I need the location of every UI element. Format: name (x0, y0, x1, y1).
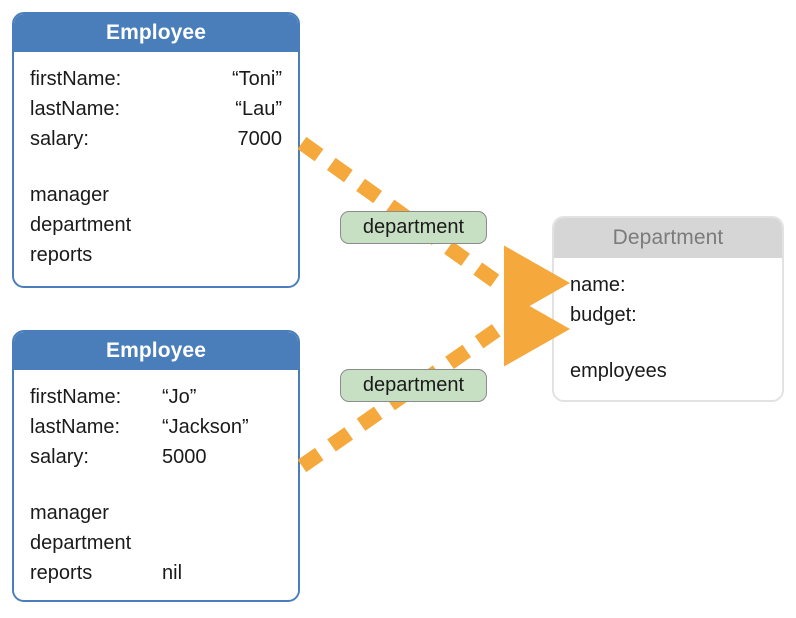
slot-separator (30, 472, 282, 498)
slot-name: manager (30, 502, 109, 524)
slot-name: budget: (570, 304, 637, 326)
slot-name: manager (30, 184, 109, 206)
slot-row: reports nil (30, 558, 282, 588)
slot-value (162, 498, 282, 528)
object-box-department[interactable]: Department name: budget: employees (552, 216, 784, 402)
slot-row: department (30, 210, 282, 240)
object-body-employee-toni: firstName: “Toni” lastName: “Lau” salary… (14, 52, 298, 280)
slot-row: salary: 7000 (30, 124, 282, 154)
slot-row: firstName: “Toni” (30, 64, 282, 94)
slot-row: manager (30, 498, 282, 528)
relationship-label-department-bottom[interactable]: department (340, 369, 487, 402)
slot-name: lastName: (30, 98, 121, 120)
slot-row: reports (30, 240, 282, 270)
object-header-department: Department (554, 218, 782, 258)
slot-row: firstName: “Jo” (30, 382, 282, 412)
slot-value: “Lau” (235, 98, 282, 120)
slot-value: “Jo” (162, 386, 197, 408)
object-box-employee-jo[interactable]: Employee firstName: “Jo” lastName: “Jack… (12, 330, 300, 602)
slot-row: employees (570, 356, 766, 386)
slot-name: salary: (30, 446, 89, 468)
relationship-label-department-top[interactable]: department (340, 211, 487, 244)
slot-value (702, 356, 766, 386)
slot-separator (30, 154, 282, 180)
slot-value: 7000 (237, 128, 283, 150)
slot-value (702, 270, 766, 300)
slot-value (702, 300, 766, 330)
slot-name: employees (570, 360, 667, 382)
slot-name: firstName: (30, 386, 122, 408)
object-body-department: name: budget: employees (554, 258, 782, 396)
slot-row: department (30, 528, 282, 558)
slot-name: firstName: (30, 68, 122, 90)
slot-row: name: (570, 270, 766, 300)
slot-name: department (30, 532, 132, 554)
slot-value (162, 528, 282, 558)
slot-name: reports (30, 562, 93, 584)
slot-row: manager (30, 180, 282, 210)
slot-separator (570, 330, 766, 356)
slot-name: reports (30, 244, 93, 266)
slot-value: “Jackson” (162, 416, 249, 438)
slot-value: 5000 (162, 446, 207, 468)
object-header-employee-toni: Employee (14, 14, 298, 52)
slot-name: name: (570, 274, 626, 296)
slot-name: department (30, 214, 132, 236)
slot-row: lastName: “Lau” (30, 94, 282, 124)
slot-value: nil (162, 562, 183, 584)
slot-value (131, 210, 282, 240)
slot-row: lastName: “Jackson” (30, 412, 282, 442)
slot-row: budget: (570, 300, 766, 330)
object-box-employee-toni[interactable]: Employee firstName: “Toni” lastName: “La… (12, 12, 300, 288)
object-header-employee-jo: Employee (14, 332, 298, 370)
slot-name: salary: (30, 128, 89, 150)
slot-name: lastName: (30, 416, 121, 438)
slot-value (92, 240, 282, 270)
slot-row: salary: 5000 (30, 442, 282, 472)
slot-value (109, 180, 282, 210)
slot-value: “Toni” (231, 68, 282, 90)
object-body-employee-jo: firstName: “Jo” lastName: “Jackson” sala… (14, 370, 298, 598)
